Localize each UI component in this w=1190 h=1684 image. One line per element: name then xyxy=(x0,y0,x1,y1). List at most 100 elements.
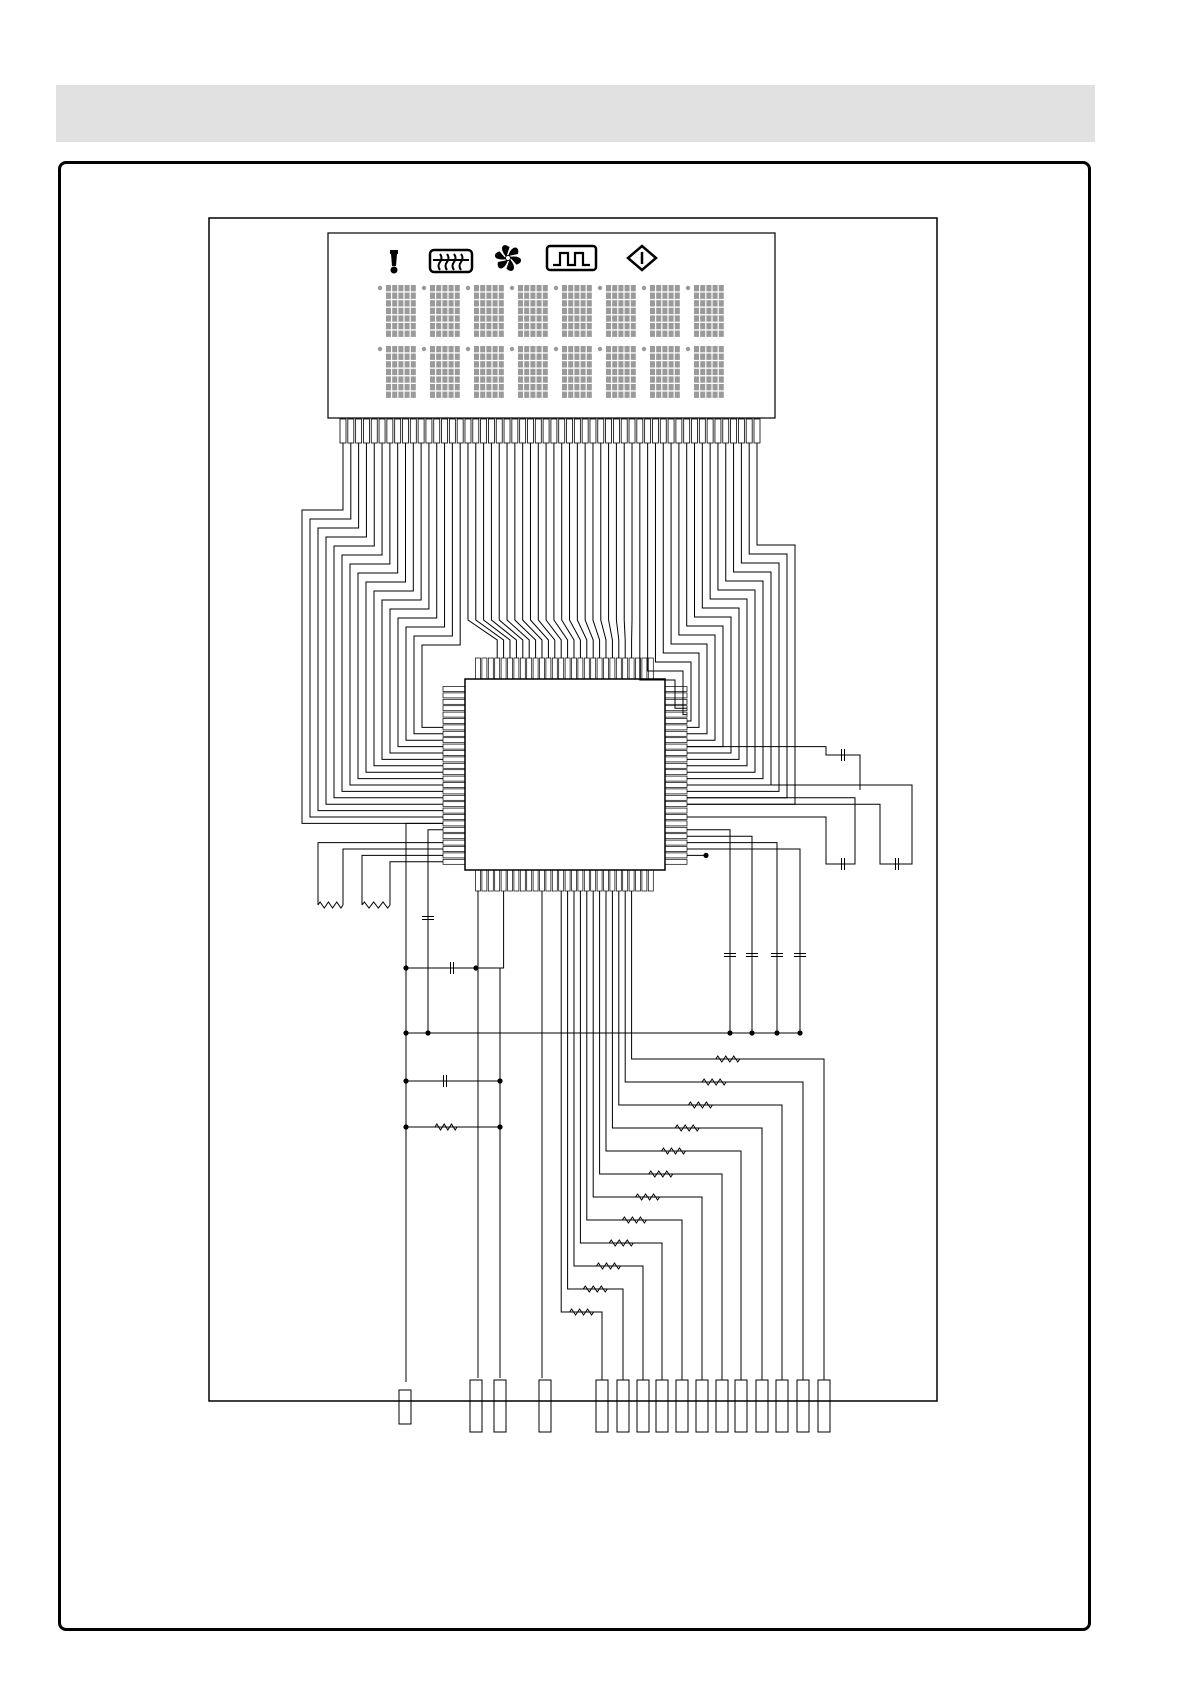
ic-pin-right xyxy=(665,847,687,852)
segment-dot xyxy=(392,361,397,367)
segment-dot xyxy=(581,376,586,382)
segment-dot xyxy=(719,369,724,375)
bus-trace xyxy=(593,443,600,658)
connector-pin xyxy=(470,1380,482,1432)
ic-pin-bottom xyxy=(565,870,570,891)
segment-dot xyxy=(581,285,586,291)
segment-dot xyxy=(392,346,397,352)
segment-dot xyxy=(612,346,617,352)
segment-dot xyxy=(449,361,454,367)
segment-dot xyxy=(669,285,674,291)
display-pin xyxy=(567,419,573,443)
display-pin xyxy=(723,419,729,443)
segment-dot xyxy=(581,293,586,299)
segment-dot xyxy=(706,384,711,390)
segment-dot xyxy=(524,384,529,390)
segment-dot xyxy=(493,285,498,291)
segment-dot xyxy=(386,361,391,367)
segment-dot xyxy=(386,315,391,321)
ic-pin-right xyxy=(665,840,687,845)
ic-pin-top xyxy=(584,658,589,679)
segment-dot xyxy=(675,293,680,299)
segment-dot xyxy=(656,315,661,321)
segment-dot xyxy=(537,331,542,337)
segment-dot xyxy=(713,392,718,398)
segment-dot xyxy=(405,384,410,390)
trace xyxy=(318,843,443,905)
segment-dot xyxy=(675,354,680,360)
ic-pin-left xyxy=(443,853,465,858)
segment-dot xyxy=(474,346,479,352)
segment-dot xyxy=(662,323,667,329)
segment-dot xyxy=(518,346,523,352)
ic-pin-top xyxy=(610,658,615,679)
segment-dot xyxy=(700,346,705,352)
segment-dot xyxy=(430,315,435,321)
segment-dot xyxy=(581,361,586,367)
segment-dot xyxy=(405,300,410,306)
ic-pin-left xyxy=(443,693,465,698)
segment-dot xyxy=(587,354,592,360)
trace xyxy=(687,830,730,1033)
segment-dot xyxy=(713,354,718,360)
segment-dot xyxy=(436,315,441,321)
segment-dot xyxy=(480,354,485,360)
segment-dot xyxy=(518,285,523,291)
segment-dot xyxy=(411,300,416,306)
segment-dot xyxy=(518,369,523,375)
segment-dot xyxy=(543,285,548,291)
segment-dot xyxy=(574,369,579,375)
display-pin xyxy=(684,419,690,443)
segment-dot xyxy=(675,346,680,352)
segment-dot xyxy=(719,323,724,329)
segment-dot xyxy=(625,354,630,360)
segment-dot xyxy=(706,361,711,367)
segment-dot xyxy=(574,293,579,299)
ic-pin-top xyxy=(520,658,525,679)
segment-dot xyxy=(662,331,667,337)
ic-pin-left xyxy=(443,706,465,711)
segment-dot xyxy=(612,323,617,329)
ic-pin-left xyxy=(443,802,465,807)
segment-dot xyxy=(656,354,661,360)
segment-dot xyxy=(581,308,586,314)
segment-dot xyxy=(631,354,636,360)
segment-dot xyxy=(719,285,724,291)
display-pin xyxy=(363,419,369,443)
ic-pin-bottom xyxy=(597,870,602,891)
segment-dot xyxy=(650,361,655,367)
segment-dot xyxy=(706,323,711,329)
segment-dot xyxy=(587,361,592,367)
segment-dot xyxy=(713,384,718,390)
segment-dot xyxy=(405,392,410,398)
segment-dot xyxy=(449,300,454,306)
segment-dot xyxy=(618,346,623,352)
segment-dot xyxy=(606,315,611,321)
segment-dot xyxy=(562,308,567,314)
segment-dot xyxy=(694,361,699,367)
segment-dot xyxy=(530,315,535,321)
segment-dot xyxy=(386,384,391,390)
ic-pin-top xyxy=(559,658,564,679)
segment-dot xyxy=(474,315,479,321)
segment-dot xyxy=(449,308,454,314)
segment-dot xyxy=(656,346,661,352)
segment-dot xyxy=(612,369,617,375)
segment-dot xyxy=(706,376,711,382)
vfd-display xyxy=(328,233,775,443)
segment-dot xyxy=(392,384,397,390)
segment-dot xyxy=(618,300,623,306)
segment-dot xyxy=(537,315,542,321)
segment-dot xyxy=(581,315,586,321)
ic-pin-bottom xyxy=(559,870,564,891)
segment-dot xyxy=(436,384,441,390)
resistor xyxy=(318,902,343,908)
segment-dot xyxy=(411,285,416,291)
grill-wave xyxy=(439,254,442,270)
segment-dot xyxy=(675,300,680,306)
segment-dot xyxy=(530,369,535,375)
segment-dot xyxy=(474,376,479,382)
character-cell xyxy=(510,346,548,398)
ic-pin-left xyxy=(443,859,465,864)
segment-dot xyxy=(493,308,498,314)
